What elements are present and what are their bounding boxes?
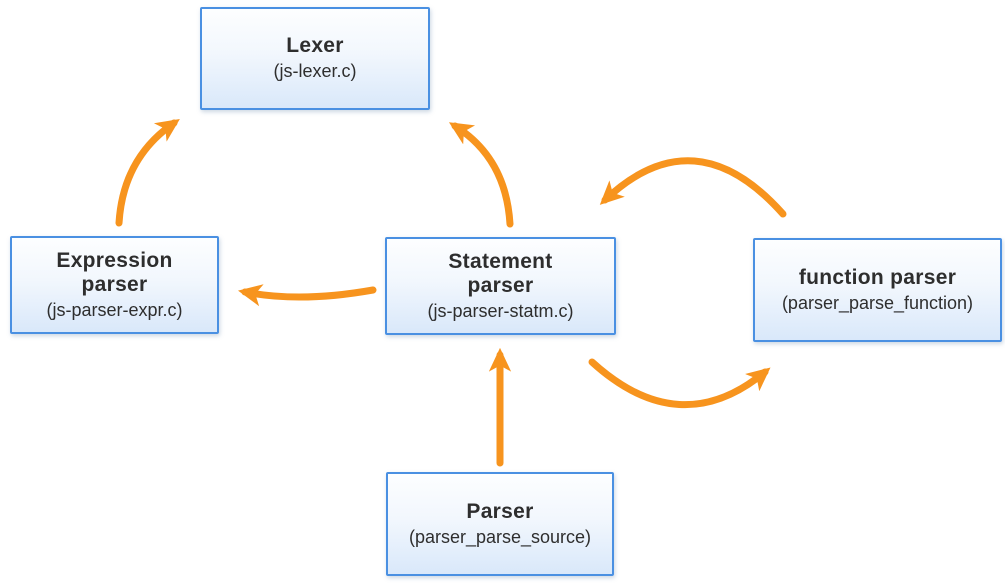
arrow-expression-parser-to-lexer — [115, 118, 180, 227]
node-function-parser-subtitle: (parser_parse_function) — [781, 292, 974, 313]
arrow-statement-parser-to-lexer — [448, 122, 514, 228]
node-statement-parser-title: Statement parser — [448, 249, 553, 297]
arrow-statement-parser-to-function-parser — [588, 358, 771, 409]
node-lexer-title: Lexer — [286, 34, 344, 58]
node-expression-parser: Expression parser (js-parser-expr.c) — [10, 236, 219, 334]
node-statement-parser: Statement parser (js-parser-statm.c) — [385, 237, 616, 335]
arrow-function-parser-to-statement-parser — [599, 157, 787, 218]
node-parser-subtitle: (parser_parse_source) — [408, 526, 592, 547]
arrow-statement-parser-to-expression-parser — [237, 284, 377, 307]
node-lexer-subtitle: (js-lexer.c) — [273, 61, 357, 82]
node-lexer: Lexer (js-lexer.c) — [200, 7, 430, 110]
node-expression-parser-title: Expression parser — [56, 248, 173, 296]
node-expression-parser-subtitle: (js-parser-expr.c) — [46, 299, 183, 320]
node-function-parser-title: function parser — [798, 265, 957, 289]
node-parser-title: Parser — [466, 499, 534, 523]
node-parser: Parser (parser_parse_source) — [386, 472, 614, 576]
node-statement-parser-subtitle: (js-parser-statm.c) — [427, 300, 574, 321]
node-function-parser: function parser (parser_parse_function) — [753, 238, 1002, 342]
